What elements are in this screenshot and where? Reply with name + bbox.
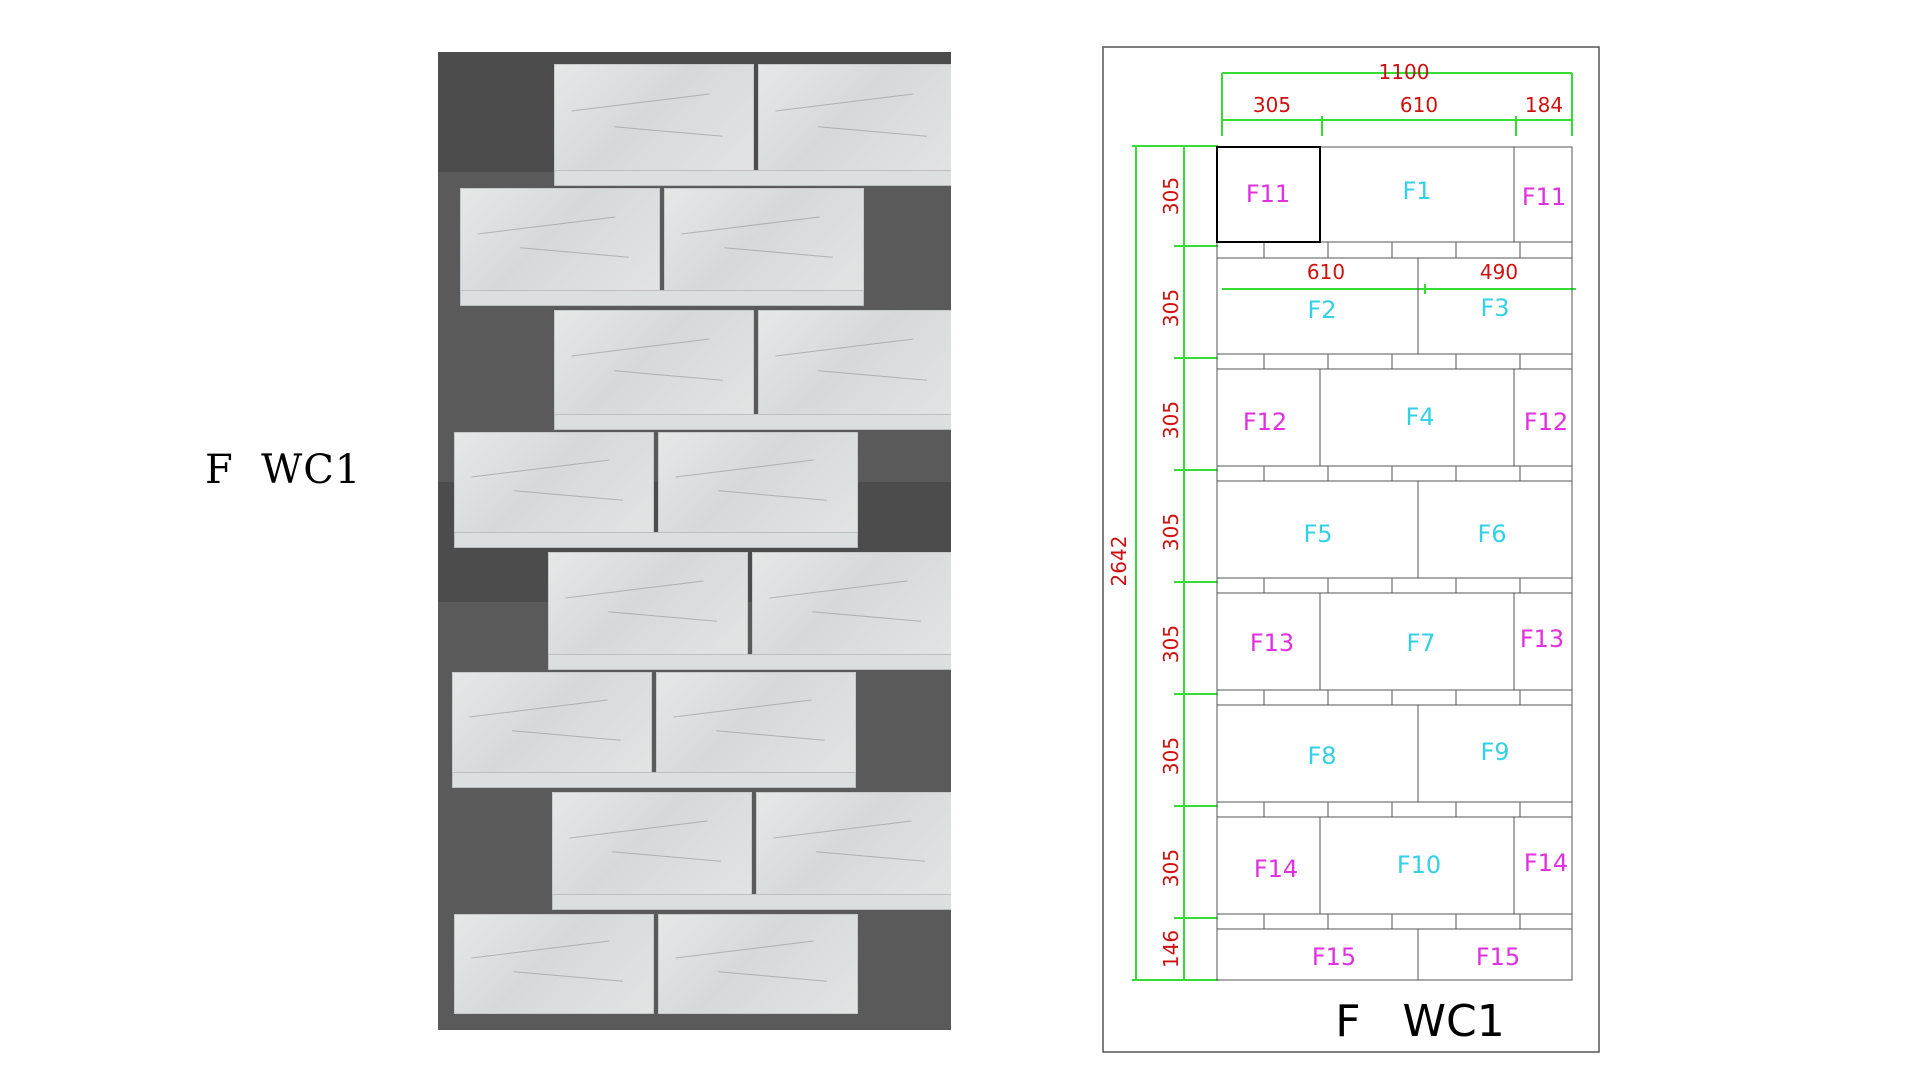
tile-label: F12 bbox=[1524, 408, 1568, 436]
selected-tile-outline bbox=[1216, 146, 1321, 243]
slide-title: F WC1 bbox=[205, 447, 362, 493]
drawing-caption: F WC1 bbox=[1335, 996, 1505, 1047]
dim-total-height: 2642 bbox=[1107, 536, 1131, 587]
marble-tile bbox=[658, 914, 858, 1014]
dim-row2-width-1: 610 bbox=[1307, 260, 1345, 284]
dim-row-height-1: 305 bbox=[1159, 177, 1183, 215]
tile-label: F9 bbox=[1480, 738, 1509, 766]
tile-label: F3 bbox=[1480, 294, 1509, 322]
left-dimension-lines bbox=[1132, 145, 1218, 981]
tile-label: F4 bbox=[1405, 403, 1434, 431]
tile-label: F13 bbox=[1250, 629, 1294, 657]
tile-label: F6 bbox=[1477, 520, 1506, 548]
marble-tile bbox=[460, 188, 660, 292]
marble-strip bbox=[554, 414, 951, 430]
tile-label: F10 bbox=[1397, 851, 1441, 879]
marble-tile bbox=[758, 310, 951, 416]
marble-strip bbox=[554, 170, 951, 186]
tile-layout-drawing: 1100 305 610 184 610 490 2642 305 305 30… bbox=[1102, 46, 1600, 1053]
dim-row-height-3: 305 bbox=[1159, 401, 1183, 439]
marble-tile bbox=[656, 672, 856, 774]
tile-label: F11 bbox=[1246, 180, 1290, 208]
marble-tile bbox=[752, 552, 951, 656]
drawing-frame bbox=[1102, 46, 1600, 1053]
tile-label: F14 bbox=[1524, 849, 1568, 877]
dim-row-height-7: 305 bbox=[1159, 849, 1183, 887]
dim-width-1: 305 bbox=[1253, 93, 1291, 117]
tile-label: F11 bbox=[1522, 183, 1566, 211]
marble-tile bbox=[454, 432, 654, 534]
marble-strip bbox=[460, 290, 864, 306]
tile-label: F7 bbox=[1406, 629, 1435, 657]
marble-tile bbox=[452, 672, 652, 774]
dim-width-3: 184 bbox=[1525, 93, 1563, 117]
tile-label: F15 bbox=[1312, 943, 1356, 971]
tile-label: F12 bbox=[1243, 408, 1287, 436]
top-dimension-lines bbox=[1221, 72, 1576, 294]
dim-width-2: 610 bbox=[1400, 93, 1438, 117]
marble-tile bbox=[756, 792, 951, 896]
tile-label: F14 bbox=[1254, 855, 1298, 883]
tile-label: F1 bbox=[1402, 177, 1431, 205]
marble-tile bbox=[658, 432, 858, 534]
tile-label: F8 bbox=[1307, 742, 1336, 770]
tile-grid bbox=[1216, 146, 1573, 981]
marble-tile bbox=[758, 64, 951, 172]
marble-tile bbox=[664, 188, 864, 292]
tile-labels: F11 F1 F11 F2 F3 F12 F4 F12 F5 F6 F13 F7… bbox=[1243, 177, 1568, 971]
tile-label: F13 bbox=[1520, 625, 1564, 653]
marble-strip bbox=[552, 894, 951, 910]
marble-strip bbox=[548, 654, 951, 670]
dim-row-height-5: 305 bbox=[1159, 625, 1183, 663]
dim-row-height-4: 305 bbox=[1159, 513, 1183, 551]
tile-layout-photo bbox=[438, 52, 951, 1030]
tile-label: F5 bbox=[1303, 520, 1332, 548]
dim-row-height-8: 146 bbox=[1159, 930, 1183, 968]
marble-tile bbox=[554, 64, 754, 172]
marble-tile bbox=[552, 792, 752, 896]
marble-strip bbox=[452, 772, 856, 788]
dim-row2-width-2: 490 bbox=[1480, 260, 1518, 284]
dim-row-height-6: 305 bbox=[1159, 737, 1183, 775]
tile-label: F2 bbox=[1307, 296, 1336, 324]
dim-row-height-2: 305 bbox=[1159, 289, 1183, 327]
marble-strip bbox=[454, 532, 858, 548]
dim-total-width: 1100 bbox=[1379, 60, 1430, 84]
marble-tile bbox=[554, 310, 754, 416]
tile-label: F15 bbox=[1476, 943, 1520, 971]
marble-tile bbox=[548, 552, 748, 656]
marble-tile bbox=[454, 914, 654, 1014]
